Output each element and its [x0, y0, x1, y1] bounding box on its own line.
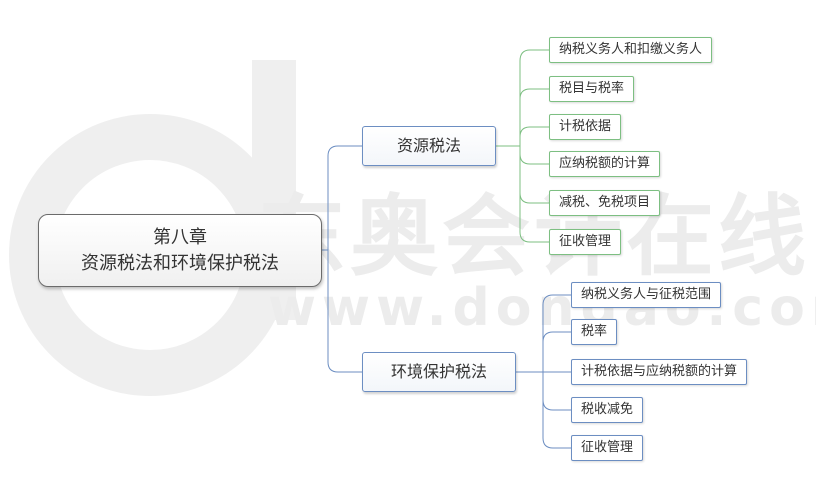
root-topic-title: 资源税法和环境保护税法: [81, 253, 279, 274]
connector-b1-leaf6: [519, 146, 549, 243]
leaf-tax-items-rates[interactable]: 税目与税率: [549, 76, 635, 102]
leaf-tax-basis[interactable]: 计税依据: [549, 114, 622, 140]
leaf-basis-calculation[interactable]: 计税依据与应纳税额的计算: [571, 359, 748, 385]
leaf-taxpayer-withholding[interactable]: 纳税义务人和扣缴义务人: [549, 37, 713, 63]
connector-b2-leaf1: [542, 294, 571, 372]
connector-b1-leaf4: [519, 146, 549, 165]
root-topic[interactable]: 第八章 资源税法和环境保护税法: [38, 214, 322, 287]
connector-b1-leaf2: [519, 88, 549, 146]
watermark-url-text: www.dongao.com: [268, 278, 816, 338]
connector-b2-leaf5: [542, 372, 571, 449]
leaf-collection-management[interactable]: 征收管理: [549, 229, 622, 255]
watermark-brand-text: 东奥会计在线: [258, 185, 811, 288]
connector-b1-leaf3: [519, 126, 549, 146]
connector-root-branch2: [327, 250, 362, 373]
leaf-tax-rate[interactable]: 税率: [571, 319, 618, 345]
connector-b2-leaf2: [542, 331, 571, 372]
leaf-tax-calculation[interactable]: 应纳税额的计算: [549, 151, 661, 177]
leaf-tax-relief[interactable]: 税收减免: [571, 397, 644, 423]
leaf-collection-management-2[interactable]: 征收管理: [571, 435, 644, 461]
leaf-taxpayer-scope[interactable]: 纳税义务人与征税范围: [571, 282, 722, 308]
leaf-reduction-exemption[interactable]: 减税、免税项目: [549, 190, 661, 216]
branch-environmental-tax[interactable]: 环境保护税法: [362, 352, 516, 392]
connector-root-branch1: [327, 145, 362, 250]
branch-resource-tax[interactable]: 资源税法: [362, 126, 496, 166]
connector-b2-leaf4: [542, 372, 571, 411]
connector-b1-leaf5: [519, 146, 549, 204]
root-topic-chapter: 第八章: [153, 227, 207, 248]
connector-b1-leaf1: [519, 49, 549, 146]
